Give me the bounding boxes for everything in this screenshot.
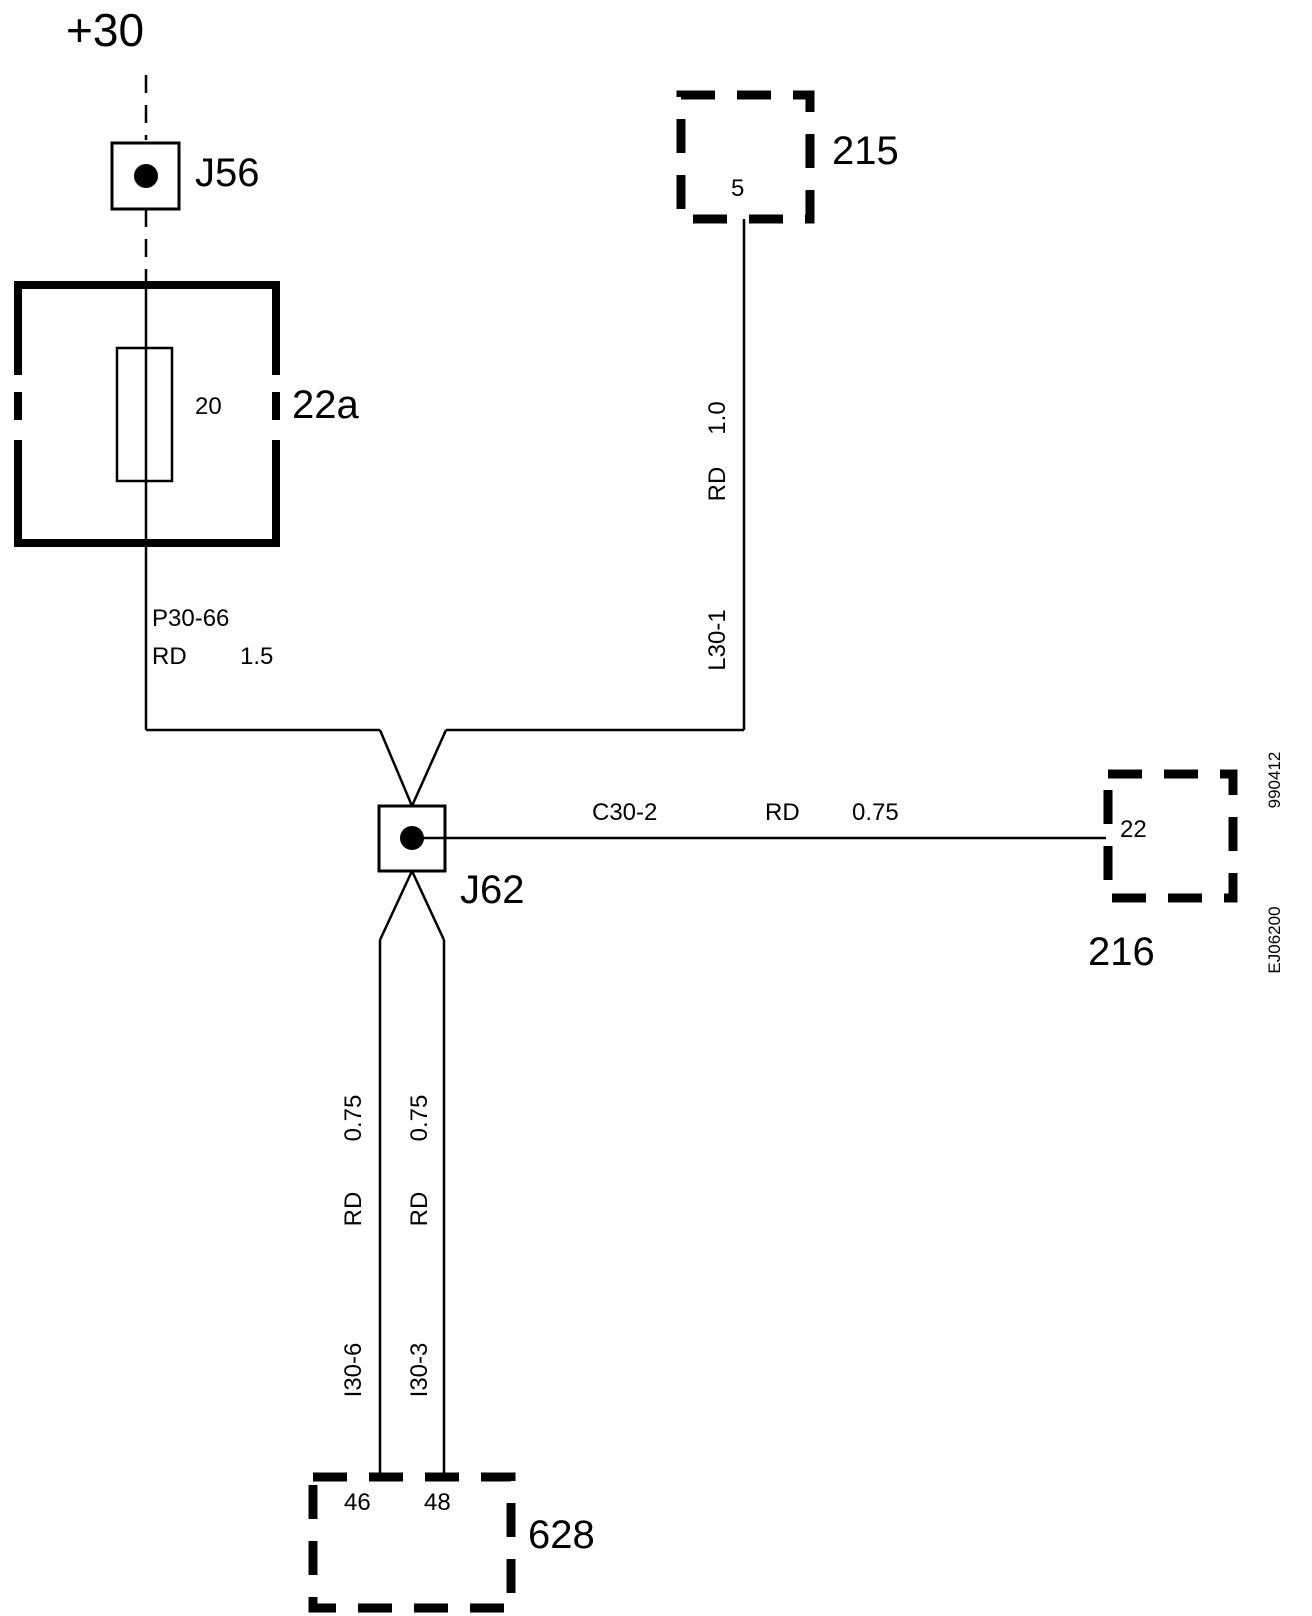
- wire-i30-3-id: I30-3: [406, 1343, 433, 1398]
- connector-628-label: 628: [528, 1513, 595, 1557]
- wire-l30-1-id: L30-1: [704, 609, 731, 670]
- wire-i30-6-id: I30-6: [340, 1343, 367, 1398]
- wire-l30-1-size: 1.0: [704, 401, 731, 434]
- date-code: 990412: [1265, 752, 1284, 809]
- wire-i30-6-size: 0.75: [340, 1095, 367, 1142]
- connector-628: [308, 1472, 516, 1613]
- j56-label: J56: [195, 151, 260, 195]
- fuse-rating: 20: [195, 393, 222, 420]
- wire-i30-3-cross: [410, 870, 446, 941]
- fuse-box-label: 22a: [292, 383, 359, 427]
- wire-p30-66-cross: [378, 729, 414, 807]
- wire-p30-66-size: 1.5: [240, 643, 273, 670]
- connector-628-pin-a: 46: [344, 1489, 371, 1516]
- j56-junction-dot: [134, 164, 158, 188]
- wire-i30-6-cross: [378, 870, 414, 941]
- connector-216: [1103, 769, 1238, 903]
- connector-216-pin: 22: [1120, 816, 1147, 843]
- wire-c30-2-id: C30-2: [592, 799, 657, 826]
- connector-215-pin: 5: [731, 175, 744, 202]
- supply-label: +30: [66, 4, 144, 56]
- wire-i30-3-color: RD: [406, 1192, 433, 1227]
- fuse-element: [115, 346, 174, 483]
- wire-l30-1-cross: [410, 729, 448, 807]
- connector-628-pin-b: 48: [424, 1489, 451, 1516]
- wire-c30-2-color: RD: [765, 799, 800, 826]
- wire-p30-66-color: RD: [152, 643, 187, 670]
- drawing-code: EJ06200: [1265, 906, 1284, 973]
- wire-c30-2-size: 0.75: [852, 799, 899, 826]
- wire-p30-66-id: P30-66: [152, 605, 229, 632]
- connector-216-label: 216: [1088, 930, 1155, 974]
- wire-l30-1-color: RD: [704, 467, 731, 502]
- j62-label: J62: [460, 868, 525, 912]
- connector-215-label: 215: [832, 129, 899, 173]
- wire-i30-6-color: RD: [340, 1192, 367, 1227]
- wire-i30-3-size: 0.75: [406, 1095, 433, 1142]
- connector-215: [676, 90, 815, 224]
